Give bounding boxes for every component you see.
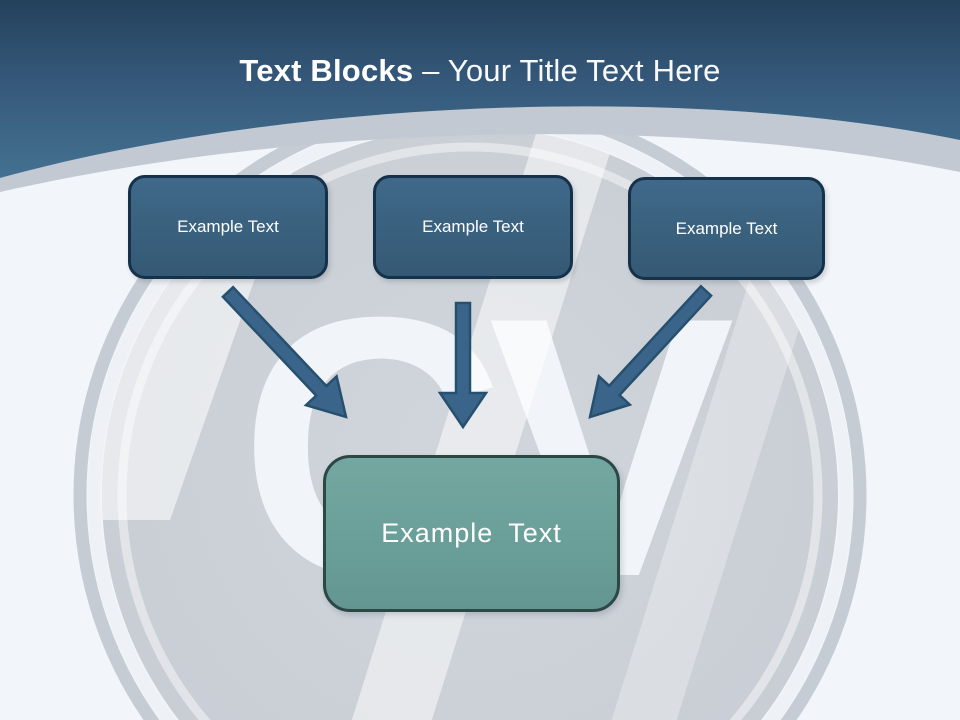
header-banner (0, 0, 960, 178)
title-bold-part: Text Blocks (239, 53, 414, 88)
example-block-1-label: Example Text (177, 217, 279, 236)
result-block-label: Example Text (381, 518, 562, 548)
header-curve-band (0, 106, 960, 192)
example-block-2[interactable]: Example Text (373, 175, 573, 279)
slide-title: Text Blocks – Your Title Text Here (0, 52, 960, 90)
example-block-1[interactable]: Example Text (128, 175, 328, 279)
example-block-3-label: Example Text (675, 218, 778, 238)
result-block[interactable]: Example Text (323, 455, 620, 612)
example-block-3[interactable]: Example Text (628, 177, 825, 280)
example-block-2-label: Example Text (422, 217, 524, 236)
title-rest-part: – Your Title Text Here (422, 53, 721, 88)
